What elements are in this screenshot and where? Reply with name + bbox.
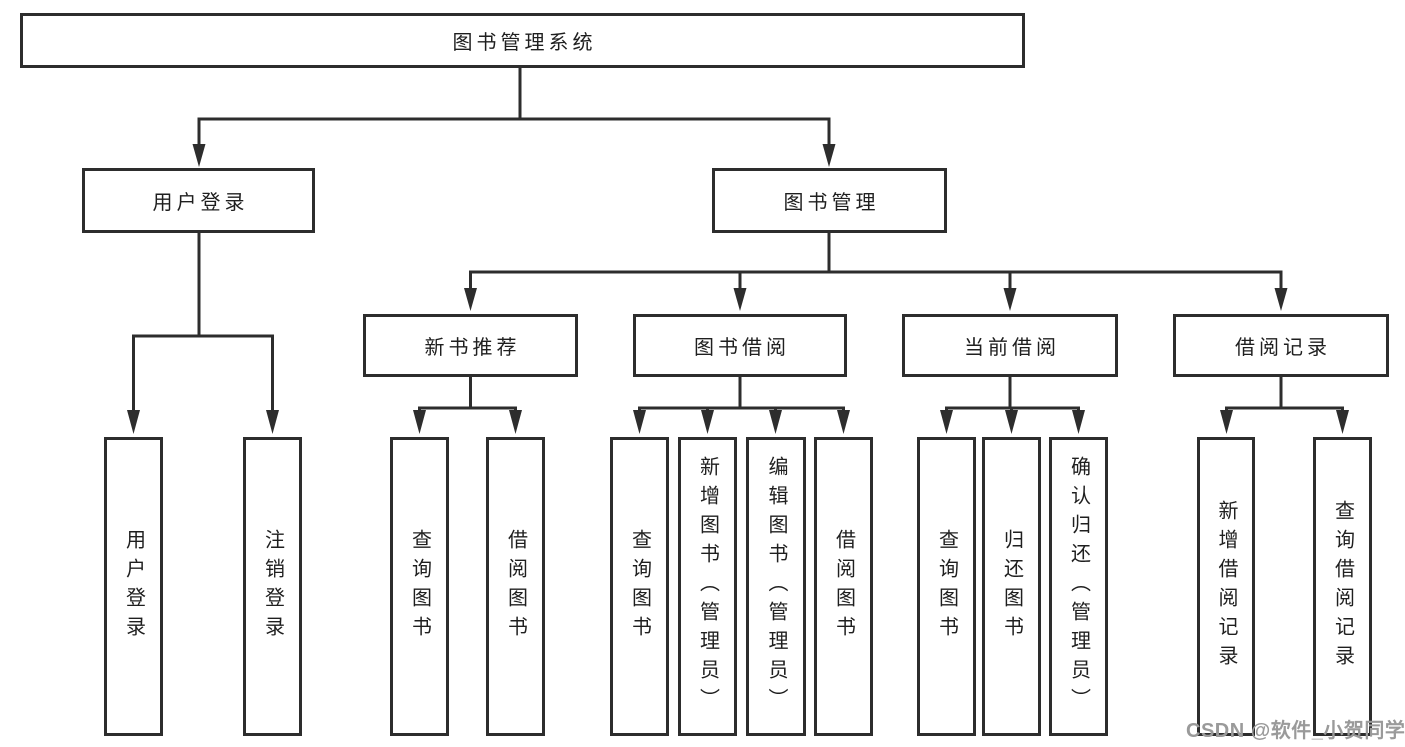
arrow-icon [837, 410, 850, 434]
node-current-borrow: 当前借阅 [902, 314, 1118, 377]
connector-root [197, 66, 831, 146]
leaf-current-return-books: 归还图书 [982, 437, 1041, 736]
connector-borrow-records [1225, 375, 1344, 412]
watermark: CSDN @软件_小贺同学 [1186, 720, 1405, 742]
leaf-records-query-record: 查询借阅记录 [1313, 437, 1372, 736]
leaf-user-login: 用户登录 [104, 437, 163, 736]
leaf-current-confirm-return-admin: 确认归还（管理员） [1049, 437, 1108, 736]
arrow-icon [509, 410, 522, 434]
connector-book-borrow [638, 375, 845, 412]
arrow-icon [464, 288, 477, 311]
leaf-borrow-borrow-books: 借阅图书 [814, 437, 873, 736]
connector-book-management [469, 231, 1283, 290]
arrow-icon [701, 410, 714, 434]
connector-current-borrow [945, 375, 1080, 412]
leaf-logout: 注销登录 [243, 437, 302, 736]
arrow-icon [1274, 288, 1288, 311]
leaf-newrec-query-books: 查询图书 [390, 437, 449, 736]
arrow-icon [940, 410, 953, 434]
node-new-book-recommend: 新书推荐 [363, 314, 578, 377]
node-book-management: 图书管理 [712, 168, 947, 233]
leaf-current-query-books: 查询图书 [917, 437, 976, 736]
connector-new-book-recommend [418, 375, 517, 412]
arrow-icon [1220, 410, 1233, 434]
arrow-icon [1336, 410, 1349, 434]
arrow-icon [1005, 410, 1018, 434]
node-borrow-records: 借阅记录 [1173, 314, 1389, 377]
arrow-icon [733, 288, 747, 311]
arrow-icon [1072, 410, 1085, 434]
arrow-icon [413, 410, 426, 434]
leaf-newrec-borrow-books: 借阅图书 [486, 437, 545, 736]
node-user-login: 用户登录 [82, 168, 315, 233]
arrow-icon [127, 410, 140, 434]
arrow-icon [633, 410, 646, 434]
node-book-borrow: 图书借阅 [633, 314, 847, 377]
leaf-borrow-query-books: 查询图书 [610, 437, 669, 736]
leaf-records-add-record: 新增借阅记录 [1197, 437, 1255, 736]
arrowheads [127, 144, 1349, 434]
leaf-borrow-edit-books-admin: 编辑图书（管理员） [746, 437, 806, 736]
arrow-icon [266, 410, 279, 434]
arrow-icon [192, 144, 206, 167]
arrow-icon [769, 410, 782, 434]
leaf-borrow-add-books-admin: 新增图书（管理员） [678, 437, 737, 736]
arrow-icon [822, 144, 836, 167]
connector-user-login [132, 231, 274, 412]
arrow-icon [1003, 288, 1017, 311]
node-root: 图书管理系统 [20, 13, 1025, 68]
